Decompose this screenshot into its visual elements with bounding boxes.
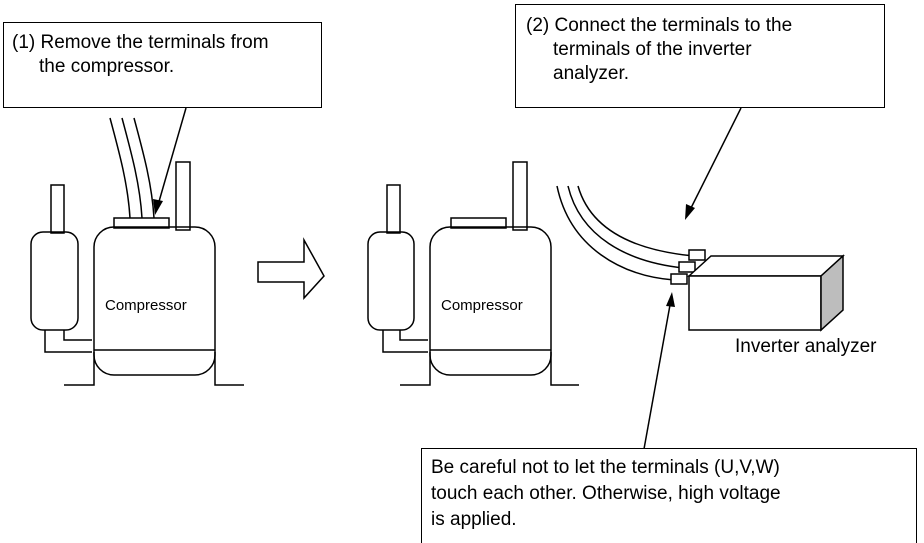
leader-line-remove xyxy=(157,107,187,206)
callout-remove-terminals: (1) Remove the terminals from the compre… xyxy=(3,22,322,108)
left-accumulator-pipe xyxy=(50,184,65,234)
leader-arrows xyxy=(153,107,742,450)
leader-line-caution xyxy=(643,304,671,450)
inverter-analyzer-label: Inverter analyzer xyxy=(735,336,877,357)
analyzer-front-face xyxy=(688,275,822,331)
middle-terminal-block xyxy=(450,217,507,229)
left-compressor-assembly xyxy=(30,117,244,386)
hollow-arrow xyxy=(257,237,325,300)
arrowhead-connect xyxy=(685,204,695,220)
left-connecting-pipe-lower xyxy=(44,330,92,353)
middle-accumulator xyxy=(367,231,415,331)
analyzer-wires xyxy=(556,185,706,285)
left-connecting-pipe-upper xyxy=(63,330,92,341)
callout-caution-line-3: is applied. xyxy=(431,509,517,530)
callout-connect-terminals: (2) Connect the terminals to the termina… xyxy=(515,4,885,108)
callout-connect-line-1: (2) Connect the terminals to the xyxy=(526,15,793,36)
analyzer-wire-1 xyxy=(577,185,695,257)
callout-connect-line-2: terminals of the inverter xyxy=(553,39,752,60)
middle-accumulator-pipe xyxy=(386,184,401,234)
callout-remove-line-1: (1) Remove the terminals from xyxy=(12,32,269,53)
callout-connect-line-3: analyzer. xyxy=(553,63,630,84)
inverter-analyzer-box xyxy=(687,254,845,332)
callout-caution-line-1: Be careful not to let the terminals (U,V… xyxy=(431,457,780,478)
analyzer-side-face xyxy=(820,254,844,332)
left-terminal-wire-1 xyxy=(109,117,131,219)
arrowhead-caution xyxy=(666,292,675,307)
left-accumulator xyxy=(30,231,79,331)
compressor-label-right: Compressor xyxy=(441,297,523,314)
left-terminal-wire-3 xyxy=(133,117,155,219)
arrowhead-remove xyxy=(153,199,163,215)
left-discharge-pipe xyxy=(175,161,191,231)
analyzer-top-face xyxy=(687,255,845,277)
middle-discharge-pipe xyxy=(512,161,528,231)
analyzer-wire-3 xyxy=(556,185,675,281)
analyzer-terminal-2 xyxy=(678,261,696,273)
analyzer-terminal-1 xyxy=(688,249,706,261)
leader-line-connect xyxy=(690,107,742,209)
middle-compressor-base xyxy=(400,349,579,386)
middle-compressor-body xyxy=(429,226,552,376)
analyzer-terminal-3 xyxy=(670,273,688,285)
left-terminal-wire-2 xyxy=(121,117,143,219)
callout-remove-line-2: the compressor. xyxy=(39,56,175,77)
callout-caution: Be careful not to let the terminals (U,V… xyxy=(421,448,917,543)
analyzer-wire-2 xyxy=(567,185,685,269)
middle-connecting-pipe-upper xyxy=(399,330,428,341)
middle-compressor-assembly xyxy=(367,161,579,386)
compressor-label-left: Compressor xyxy=(105,297,187,314)
left-compressor-body xyxy=(93,226,216,376)
callout-caution-line-2: touch each other. Otherwise, high voltag… xyxy=(431,483,781,504)
left-compressor-base xyxy=(64,349,244,386)
middle-connecting-pipe-lower xyxy=(382,330,428,353)
